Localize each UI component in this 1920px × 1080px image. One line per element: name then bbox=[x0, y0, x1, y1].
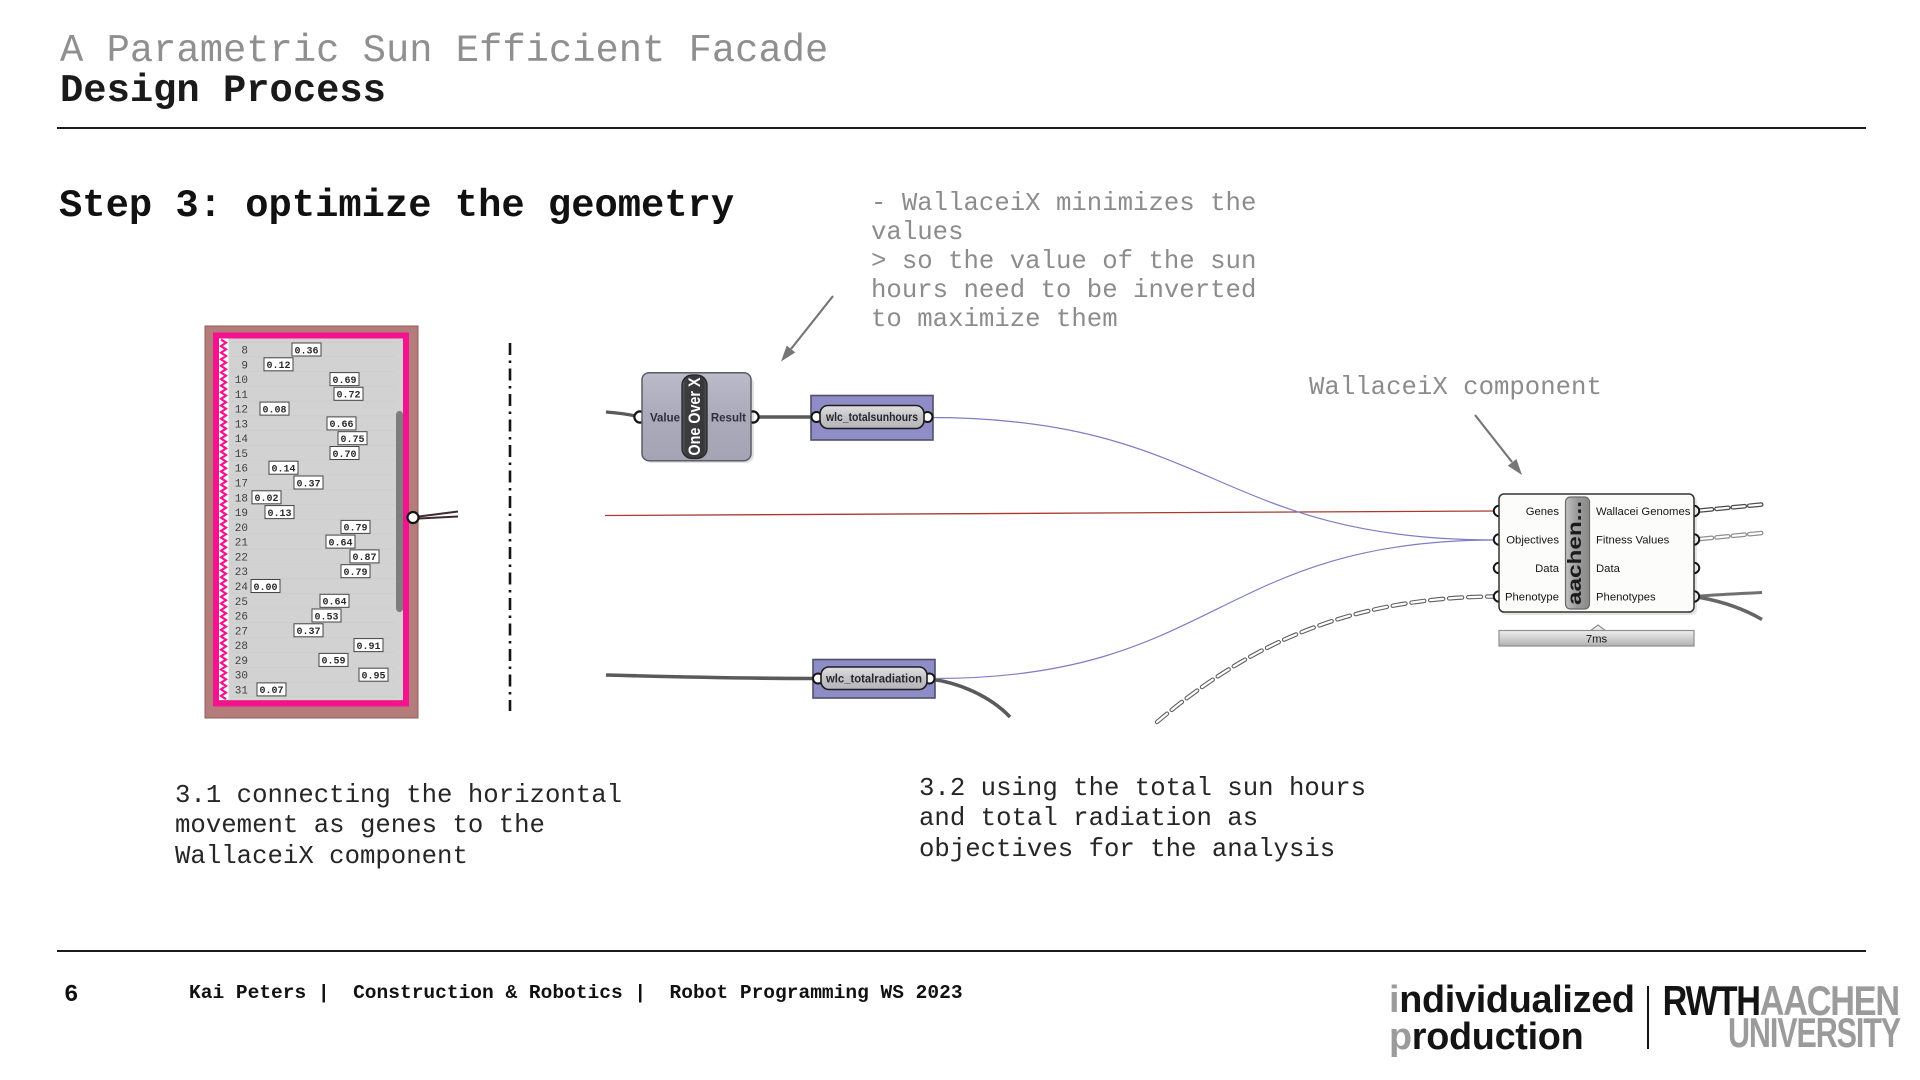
svg-text:0.87: 0.87 bbox=[352, 553, 376, 564]
svg-text:0.70: 0.70 bbox=[332, 450, 356, 461]
svg-text:10: 10 bbox=[235, 375, 248, 387]
svg-text:Result: Result bbox=[711, 413, 746, 425]
svg-text:Wallacei Genomes: Wallacei Genomes bbox=[1596, 506, 1691, 518]
svg-text:18: 18 bbox=[235, 493, 248, 505]
svg-text:14: 14 bbox=[235, 434, 249, 446]
svg-text:0.37: 0.37 bbox=[296, 627, 320, 638]
svg-text:28: 28 bbox=[235, 641, 248, 653]
svg-text:Objectives: Objectives bbox=[1506, 535, 1559, 547]
svg-text:0.13: 0.13 bbox=[267, 509, 291, 520]
svg-text:8: 8 bbox=[241, 346, 248, 358]
svg-text:Fitness Values: Fitness Values bbox=[1596, 535, 1670, 547]
svg-text:20: 20 bbox=[235, 523, 248, 535]
svg-text:0.69: 0.69 bbox=[332, 376, 356, 387]
svg-text:Genes: Genes bbox=[1526, 506, 1560, 518]
svg-text:22: 22 bbox=[235, 552, 248, 564]
svg-text:Data: Data bbox=[1596, 563, 1621, 575]
svg-text:30: 30 bbox=[235, 671, 248, 683]
svg-text:7ms: 7ms bbox=[1586, 634, 1608, 646]
svg-text:0.02: 0.02 bbox=[254, 494, 278, 505]
svg-text:11: 11 bbox=[235, 390, 249, 402]
svg-text:Data: Data bbox=[1535, 563, 1560, 575]
svg-text:One Over X: One Over X bbox=[686, 378, 704, 456]
svg-text:17: 17 bbox=[235, 479, 248, 491]
svg-text:0.95: 0.95 bbox=[361, 672, 385, 683]
svg-text:0.08: 0.08 bbox=[262, 405, 286, 416]
svg-text:9: 9 bbox=[241, 360, 248, 372]
svg-text:29: 29 bbox=[235, 656, 248, 668]
svg-text:13: 13 bbox=[235, 419, 248, 431]
svg-text:0.53: 0.53 bbox=[314, 612, 338, 623]
svg-text:0.12: 0.12 bbox=[266, 361, 290, 372]
svg-text:wlc_totalsunhours: wlc_totalsunhours bbox=[825, 410, 918, 424]
svg-text:27: 27 bbox=[235, 626, 248, 638]
svg-text:31: 31 bbox=[235, 685, 249, 697]
svg-text:21: 21 bbox=[235, 538, 249, 550]
svg-text:wlc_totalradiation: wlc_totalradiation bbox=[825, 672, 922, 686]
svg-text:0.37: 0.37 bbox=[296, 479, 320, 490]
svg-text:0.66: 0.66 bbox=[329, 420, 353, 431]
svg-text:0.79: 0.79 bbox=[343, 524, 367, 535]
svg-text:26: 26 bbox=[235, 612, 248, 624]
svg-text:0.36: 0.36 bbox=[294, 346, 318, 357]
svg-text:Phenotypes: Phenotypes bbox=[1596, 592, 1656, 604]
svg-text:12: 12 bbox=[235, 405, 248, 417]
svg-text:19: 19 bbox=[235, 508, 248, 520]
svg-text:24: 24 bbox=[235, 582, 249, 594]
svg-text:Value: Value bbox=[650, 413, 680, 425]
svg-text:0.00: 0.00 bbox=[253, 583, 277, 594]
svg-text:23: 23 bbox=[235, 567, 248, 579]
svg-text:0.72: 0.72 bbox=[336, 391, 360, 402]
svg-text:0.91: 0.91 bbox=[356, 642, 380, 653]
svg-text:Phenotype: Phenotype bbox=[1505, 592, 1559, 604]
svg-text:0.64: 0.64 bbox=[322, 598, 346, 609]
svg-text:0.59: 0.59 bbox=[321, 657, 345, 668]
svg-text:0.75: 0.75 bbox=[340, 435, 364, 446]
svg-text:15: 15 bbox=[235, 449, 248, 461]
svg-text:25: 25 bbox=[235, 597, 248, 609]
svg-text:0.64: 0.64 bbox=[328, 538, 352, 549]
svg-text:aachen...: aachen... bbox=[1565, 501, 1586, 605]
svg-text:0.07: 0.07 bbox=[259, 686, 283, 697]
svg-text:0.79: 0.79 bbox=[343, 568, 367, 579]
svg-text:0.14: 0.14 bbox=[271, 465, 295, 476]
svg-text:16: 16 bbox=[235, 464, 248, 476]
